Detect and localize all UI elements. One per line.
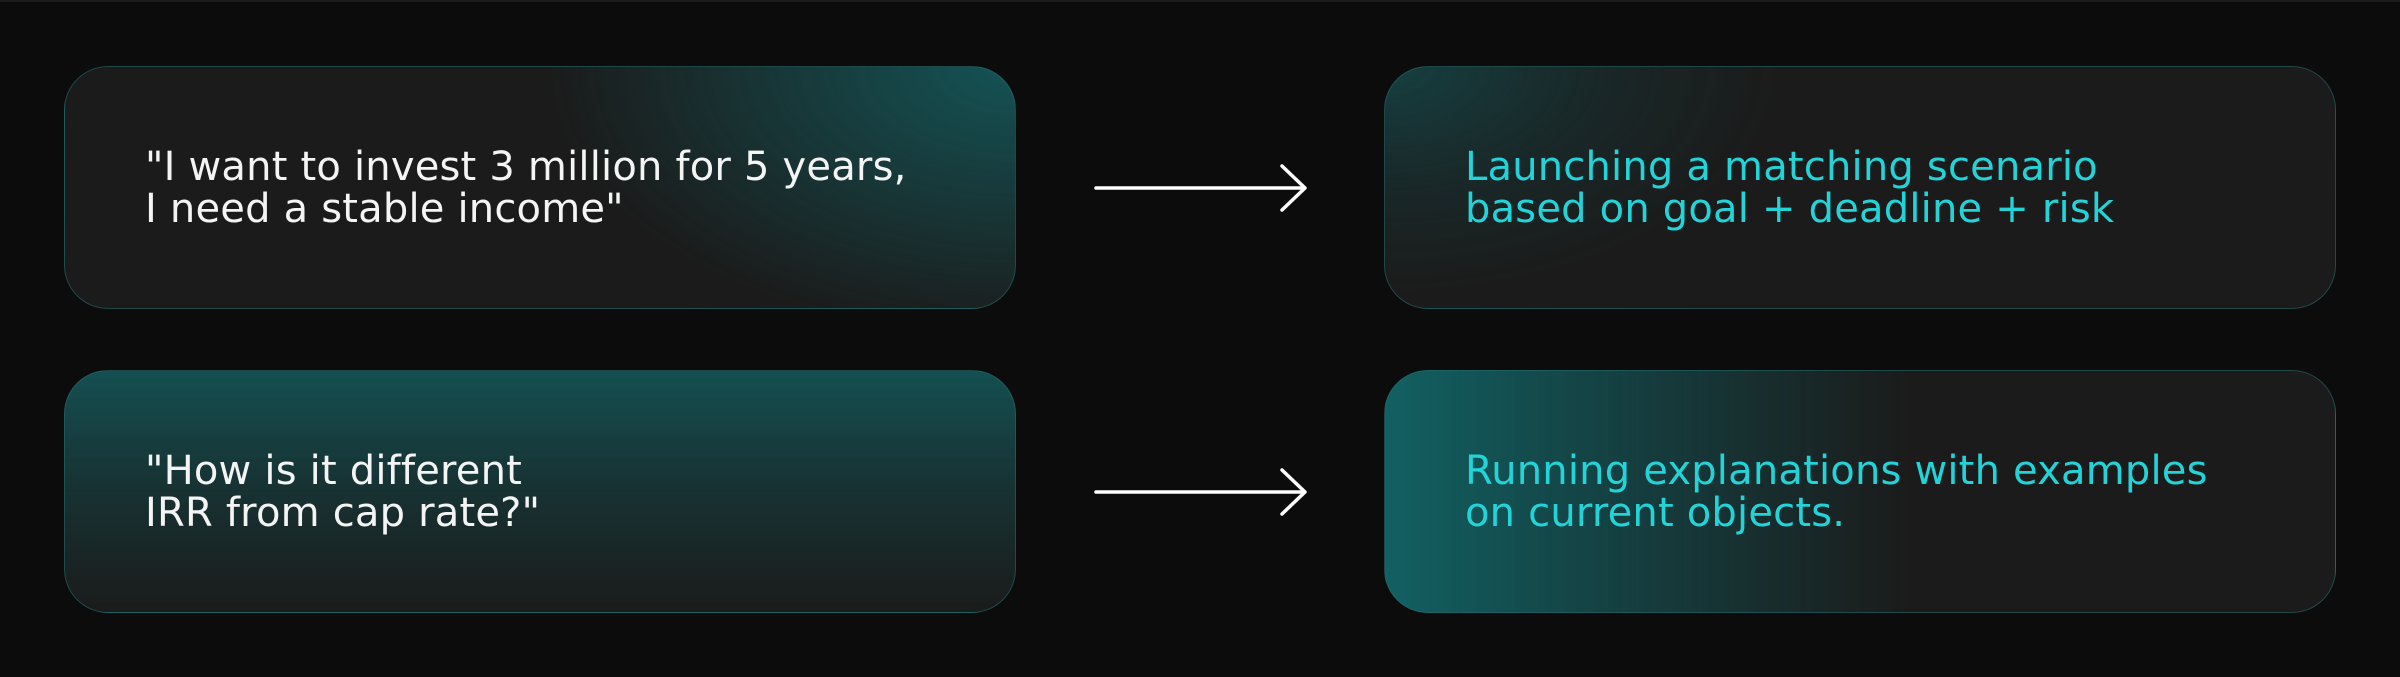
system-response-card: Launching a matching scenario based on g…	[1384, 66, 2336, 309]
user-query-text: "I want to invest 3 million for 5 years,…	[145, 143, 907, 232]
arrow-right-icon	[1094, 164, 1307, 212]
user-query-text: "How is it different IRR from cap rate?"	[145, 447, 541, 536]
arrow-right-icon	[1094, 468, 1307, 516]
user-query-card: "I want to invest 3 million for 5 years,…	[64, 66, 1016, 309]
system-response-card: Running explanations with examples on cu…	[1384, 370, 2336, 613]
system-response-text: Running explanations with examples on cu…	[1465, 447, 2208, 536]
user-query-card: "How is it different IRR from cap rate?"	[64, 370, 1016, 613]
system-response-text: Launching a matching scenario based on g…	[1465, 143, 2115, 232]
